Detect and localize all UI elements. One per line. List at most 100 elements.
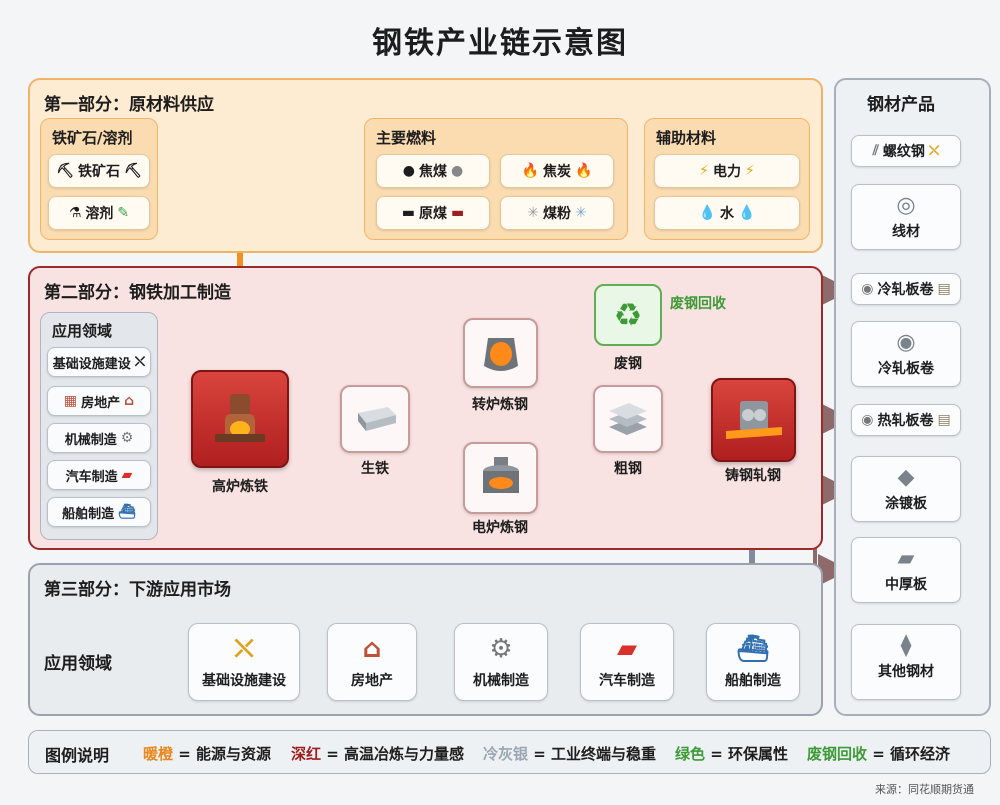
product-rebar: ⫽ 螺纹钢 ⛌	[851, 135, 961, 167]
card-label: 汽车制造	[599, 673, 655, 689]
crude-steel-label: 粗钢	[614, 461, 642, 477]
car-icon: ▰	[617, 634, 637, 664]
legend-item-gray: 冷灰银 = 工业终端与稳重	[483, 743, 656, 764]
downstream-shipbuilding: ⛴ 船舶制造	[706, 623, 800, 701]
converter-icon	[483, 338, 518, 371]
chip-label: 船舶制造	[62, 506, 115, 522]
card-label: 其他钢材	[878, 664, 934, 680]
card-label: 冷轧板卷	[878, 361, 934, 377]
coil-icon: ◎	[896, 193, 916, 218]
product-medium-plate: ▰ 中厚板	[851, 537, 961, 603]
crane-icon: ⛌	[234, 634, 254, 664]
rebar-icon: ⫽	[872, 143, 879, 159]
scrap-node: ♻	[594, 284, 662, 346]
product-wire-rod: ◎ 线材	[851, 184, 961, 250]
downstream-machinery: ⚙ 机械制造	[454, 623, 548, 701]
legend: 图例说明 暖橙 = 能源与资源 深红 = 高温冶炼与力量感 冷灰银 = 工业终端…	[28, 730, 991, 774]
chip-electricity: ⚡ 电力 ⚡	[654, 154, 800, 188]
chip-flux: ⚗ 溶剂 ✎	[48, 196, 150, 230]
legend-desc: = 环保属性	[710, 745, 789, 763]
powder-icon: ✳	[527, 205, 539, 221]
building-icon: ▦	[63, 393, 78, 409]
legend-item-darkred: 深红 = 高温冶炼与力量感	[291, 743, 464, 764]
products-panel	[834, 78, 991, 716]
electric-furnace-label: 电炉炼钢	[472, 520, 528, 536]
gear-icon: ⚙	[489, 634, 513, 664]
pipe-icon: ⧫	[900, 633, 912, 658]
app-chip-machinery: 机械制造 ⚙	[47, 423, 151, 453]
card-label: 热轧板卷	[877, 413, 934, 429]
casting-rolling-node	[711, 378, 796, 462]
legend-desc: = 高温冶炼与力量感	[326, 745, 465, 763]
chip-iron-ore: ⛏ 铁矿石 ⛏	[48, 154, 150, 188]
water-drop-icon: 💧	[738, 205, 756, 221]
legend-key: 废钢回收	[807, 745, 868, 763]
chip-coke: 🔥 焦炭 🔥	[500, 154, 614, 188]
steel-plates-icon	[609, 403, 647, 435]
flask-icon: ⚗	[68, 205, 82, 221]
chip-label: 基础设施建设	[52, 356, 131, 372]
part3-app-label: 应用领域	[44, 654, 112, 674]
house-icon: ⌂	[124, 393, 135, 409]
legend-title: 图例说明	[45, 746, 110, 765]
electric-furnace-node	[463, 442, 538, 514]
ingot-icon	[358, 407, 396, 431]
house-icon: ⌂	[362, 634, 382, 664]
card-label: 螺纹钢	[882, 144, 925, 160]
ship-icon: ⛴	[736, 634, 770, 664]
chip-label: 电力	[713, 164, 741, 180]
water-drop-icon: 💧	[698, 205, 716, 221]
blast-furnace-icon	[215, 394, 265, 442]
scrap-recycle-label: 废钢回收	[670, 296, 726, 312]
legend-item-orange: 暖橙 = 能源与资源	[143, 743, 271, 764]
fuel-group-label: 主要燃料	[376, 129, 437, 147]
aux-group-label: 辅助材料	[656, 129, 717, 147]
chip-label: 汽车制造	[65, 469, 118, 485]
recycle-icon: ♻	[613, 296, 643, 334]
diagram-title: 钢铁产业链示意图	[372, 26, 628, 61]
app-chip-automotive: 汽车制造 ▰	[47, 460, 151, 490]
card-label: 线材	[892, 224, 920, 240]
product-hot-rolled: ◉ 热轧板卷 ▤	[851, 404, 961, 436]
legend-desc: = 工业终端与稳重	[533, 745, 657, 763]
card-label: 冷轧板卷	[877, 282, 934, 298]
chip-coal-powder: ✳ 煤粉 ✳	[500, 196, 614, 230]
train-icon: ▬	[451, 205, 465, 221]
downstream-infrastructure: ⛌ 基础设施建设	[188, 623, 300, 701]
pickaxe-icon: ⛏	[56, 163, 74, 179]
legend-key: 深红	[291, 745, 322, 763]
chip-label: 焦煤	[419, 164, 447, 180]
legend-key: 绿色	[675, 745, 706, 763]
powder-icon: ✳	[575, 205, 587, 221]
chip-label: 水	[720, 206, 734, 222]
chip-water: 💧 水 💧	[654, 196, 800, 230]
chip-raw-coal: ▬ 原煤 ▬	[376, 196, 490, 230]
chip-label: 房地产	[81, 395, 121, 411]
fire-icon: 🔥	[575, 163, 593, 179]
part2-panel	[28, 266, 823, 550]
pig-iron-node	[340, 385, 410, 453]
app-chip-real-estate: ▦ 房地产 ⌂	[47, 386, 151, 416]
crane-icon: ⛌	[928, 143, 940, 159]
chip-label: 铁矿石	[78, 164, 120, 180]
converter-node	[463, 318, 538, 388]
coal-icon: ●	[451, 163, 464, 179]
converter-label: 转炉炼钢	[472, 397, 528, 413]
card-label: 房地产	[351, 673, 393, 689]
blast-furnace-node	[191, 370, 289, 468]
coal-icon: ●	[402, 163, 415, 179]
rolling-mill-icon	[725, 401, 782, 439]
legend-desc: = 循环经济	[872, 745, 951, 763]
lightning-icon: ⚡	[699, 163, 709, 179]
part2-app-label: 应用领域	[52, 322, 113, 340]
ship-icon: ⛴	[118, 504, 136, 520]
legend-desc: = 能源与资源	[178, 745, 272, 763]
lightning-icon: ⚡	[745, 163, 755, 179]
products-label: 钢材产品	[867, 95, 935, 115]
pickaxe-icon: ⛏	[124, 163, 142, 179]
source-note: 来源：同花顺期货通	[875, 783, 974, 796]
part3-label: 第三部分：下游应用市场	[44, 580, 231, 600]
product-other-steel: ⧫ 其他钢材	[851, 624, 961, 700]
part1-label: 第一部分：原材料供应	[44, 95, 214, 115]
coil-icon: ◉	[861, 281, 874, 297]
